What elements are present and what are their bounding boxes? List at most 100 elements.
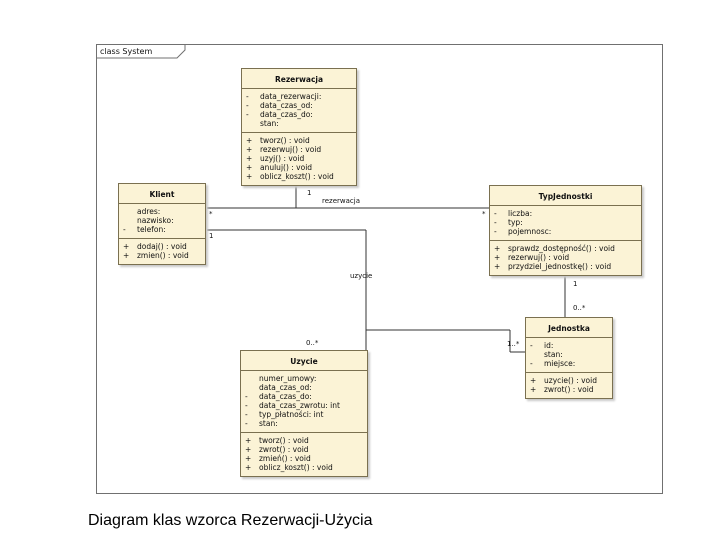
visibility-marker: - xyxy=(530,359,533,368)
attribute-text: liczba: xyxy=(508,209,533,218)
operation-row: + rezerwuj() : void xyxy=(494,253,637,262)
frame-label: class System xyxy=(100,47,153,56)
multiplicity-typ-rezerwacja: * xyxy=(482,210,486,218)
operation-text: zwrot() : void xyxy=(544,385,594,394)
operations-section: + dodaj() : void + zmien() : void xyxy=(119,238,205,264)
multiplicity-typ-jednostka-top: 1 xyxy=(573,280,578,288)
operation-text: zmien() : void xyxy=(137,251,189,260)
visibility-marker: + xyxy=(246,172,253,181)
attribute-text: telefon: xyxy=(137,225,166,234)
visibility-marker: + xyxy=(494,244,501,253)
visibility-marker: + xyxy=(530,376,537,385)
class-typjednostki[interactable]: TypJednostki -liczba:- typ:-pojemnosc: +s… xyxy=(489,185,642,276)
operation-text: rezerwuj() : void xyxy=(260,145,322,154)
attribute-text: data_czas_zwrotu: int xyxy=(259,401,340,410)
visibility-marker: + xyxy=(494,262,501,271)
operation-text: zwrot() : void xyxy=(259,445,309,454)
visibility-marker: + xyxy=(246,136,253,145)
operations-section: +sprawdz_dostępność() : void+rezerwuj() … xyxy=(490,240,641,275)
visibility-marker: - xyxy=(245,419,248,428)
visibility-marker: - xyxy=(123,225,126,234)
operation-text: przydziel_jednostkę() : void xyxy=(508,262,612,271)
visibility-marker: + xyxy=(494,253,501,262)
class-klient[interactable]: Klient adres:nazwisko: - telefon: + dodaj()… xyxy=(118,183,206,265)
visibility-marker: + xyxy=(530,385,537,394)
visibility-marker xyxy=(245,383,259,392)
operation-row: + oblicz_koszt() : void xyxy=(246,172,352,181)
visibility-marker: + xyxy=(123,251,130,260)
visibility-marker xyxy=(245,374,259,383)
attribute-row: -id: xyxy=(530,341,608,350)
attribute-text: data_rezerwacji: xyxy=(260,92,322,101)
attribute-row: numer_umowy: xyxy=(245,374,363,383)
operation-text: uzycie() : void xyxy=(544,376,597,385)
multiplicity-klient-rezerwacja: * xyxy=(209,210,213,218)
visibility-marker: - xyxy=(246,101,249,110)
visibility-marker: + xyxy=(245,445,252,454)
class-uzycie[interactable]: Uzycie numer_umowy:data_czas_od:-data_cz… xyxy=(240,350,368,477)
visibility-marker: - xyxy=(245,410,248,419)
operation-row: + uzycie() : void xyxy=(530,376,608,385)
operation-row: + dodaj() : void xyxy=(123,242,201,251)
attribute-text: adres: xyxy=(137,207,161,216)
attribute-text: data_czas_do: xyxy=(260,110,313,119)
association-label-rezerwacja: rezerwacja xyxy=(322,197,360,205)
attribute-text: typ: xyxy=(508,218,523,227)
class-name: TypJednostki xyxy=(490,186,641,206)
operation-row: + tworz() : void xyxy=(246,136,352,145)
attribute-row: -liczba: xyxy=(494,209,637,218)
operation-row: +oblicz_koszt() : void xyxy=(245,463,363,472)
visibility-marker: + xyxy=(123,242,130,251)
attribute-row: - data_czas_do: xyxy=(246,110,352,119)
operation-row: +sprawdz_dostępność() : void xyxy=(494,244,637,253)
attribute-text: nazwisko: xyxy=(137,216,174,225)
operation-text: oblicz_koszt() : void xyxy=(259,463,333,472)
class-name: Klient xyxy=(119,184,205,204)
attribute-row: stan: xyxy=(530,350,608,359)
visibility-marker xyxy=(123,207,137,216)
attribute-text: pojemnosc: xyxy=(508,227,552,236)
caption: Diagram klas wzorca Rezerwacji-Użycia xyxy=(88,512,373,529)
multiplicity-rezerwacja: 1 xyxy=(307,189,312,197)
operation-row: + zmien() : void xyxy=(123,251,201,260)
operation-row: +zmień() : void xyxy=(245,454,363,463)
visibility-marker: - xyxy=(246,110,249,119)
attribute-row: data_czas_od: xyxy=(245,383,363,392)
visibility-marker xyxy=(123,216,137,225)
operation-text: anuluj() : void xyxy=(260,163,313,172)
attribute-row: - typ: xyxy=(494,218,637,227)
class-name: Uzycie xyxy=(241,351,367,371)
attribute-text: stan: xyxy=(544,350,563,359)
attribute-row: -typ_płatności: int xyxy=(245,410,363,419)
operation-text: tworz() : void xyxy=(260,136,310,145)
attributes-section: -id:stan:-miejsce: xyxy=(526,338,612,372)
multiplicity-uzycie-klient: 0..* xyxy=(306,339,319,347)
class-rezerwacja[interactable]: Rezerwacja -data_rezerwacji:-data_czas_o… xyxy=(241,68,357,186)
visibility-marker xyxy=(246,119,260,128)
visibility-marker: - xyxy=(530,341,533,350)
attribute-row: -stan: xyxy=(245,419,363,428)
visibility-marker: - xyxy=(246,92,249,101)
visibility-marker: + xyxy=(246,154,253,163)
operation-row: + zwrot() : void xyxy=(530,385,608,394)
attribute-row: nazwisko: xyxy=(123,216,201,225)
operation-text: rezerwuj() : void xyxy=(508,253,570,262)
visibility-marker: + xyxy=(245,454,252,463)
frame-tab-outline xyxy=(97,45,186,59)
attribute-row: -pojemnosc: xyxy=(494,227,637,236)
attributes-section: numer_umowy:data_czas_od:-data_czas_do:-… xyxy=(241,371,367,432)
class-jednostka[interactable]: Jednostka -id:stan:-miejsce: +uzycie() :… xyxy=(525,317,613,399)
attribute-row: -data_czas_do: xyxy=(245,392,363,401)
attribute-row: - data_czas_zwrotu: int xyxy=(245,401,363,410)
visibility-marker: - xyxy=(245,392,248,401)
visibility-marker: - xyxy=(245,401,248,410)
visibility-marker: + xyxy=(246,145,253,154)
multiplicity-jednostka-uzycie: 1..* xyxy=(507,340,520,348)
operation-text: dodaj() : void xyxy=(137,242,187,251)
operation-row: + przydziel_jednostkę() : void xyxy=(494,262,637,271)
operation-text: oblicz_koszt() : void xyxy=(260,172,334,181)
operations-section: +tworz() : void+zwrot() : void+zmień() :… xyxy=(241,432,367,476)
operation-row: + rezerwuj() : void xyxy=(246,145,352,154)
visibility-marker: - xyxy=(494,218,497,227)
operations-section: +tworz() : void+rezerwuj() : void+uzyj()… xyxy=(242,132,356,185)
